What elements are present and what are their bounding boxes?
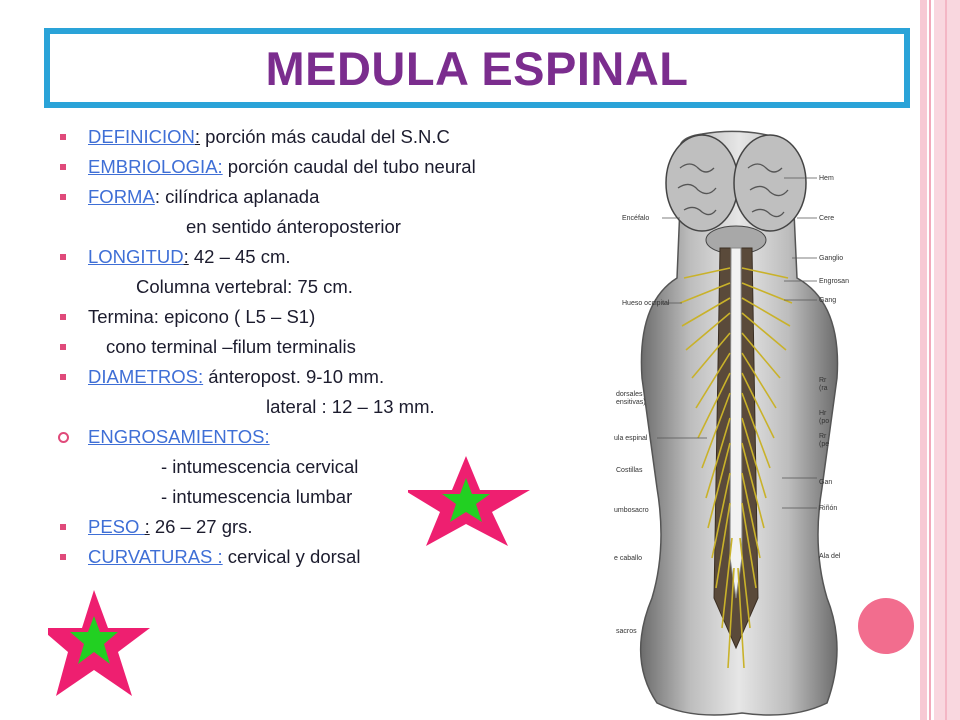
list-item-continuation: - intumescencia cervical: [56, 452, 616, 482]
figure-label: Ganglio: [819, 255, 843, 262]
square-bullet-icon: [60, 164, 66, 170]
link-definicion[interactable]: DEFINICION: [88, 126, 195, 147]
link-peso[interactable]: PESO: [88, 516, 145, 537]
figure-label: dorsales: [616, 391, 643, 398]
item-text: - intumescencia lumbar: [161, 486, 353, 507]
square-bullet-icon: [60, 194, 66, 200]
figure-label: e caballo: [614, 555, 642, 562]
list-item-definicion: DEFINICION: porción más caudal del S.N.C: [56, 122, 616, 152]
figure-label: (ra: [819, 385, 828, 392]
figure-label: Gan: [819, 479, 832, 486]
pink-circle-decoration: [858, 598, 914, 654]
square-bullet-icon: [60, 554, 66, 560]
decorative-stripes: [920, 0, 960, 720]
item-text: Columna vertebral: 75 cm.: [136, 276, 353, 297]
star-icon: [408, 456, 530, 546]
spinal-cord-illustration: Hem Cere Ganglio Engrosan Gang Rr (ra Hr…: [614, 130, 849, 716]
figure-label: ensitivas): [616, 399, 646, 406]
list-item-curvaturas: CURVATURAS : cervical y dorsal: [56, 542, 616, 572]
item-text: cervical y dorsal: [222, 546, 361, 567]
item-text: porción más caudal del S.N.C: [200, 126, 450, 147]
figure-label: Encéfalo: [622, 215, 649, 222]
list-item-cono: cono terminal –filum terminalis: [56, 332, 616, 362]
square-bullet-icon: [60, 314, 66, 320]
figure-label: Engrosan: [819, 278, 849, 285]
figure-label: Hr: [819, 410, 827, 417]
square-bullet-icon: [60, 134, 66, 140]
link-curvaturas[interactable]: CURVATURAS :: [88, 546, 223, 567]
link-embriologia[interactable]: EMBRIOLOGIA:: [88, 156, 223, 177]
figure-label: Ala del: [819, 553, 841, 560]
item-text: porción caudal del tubo neural: [222, 156, 476, 177]
list-item-termina: Termina: epicono ( L5 – S1): [56, 302, 616, 332]
list-item-diametros: DIAMETROS: ánteropost. 9-10 mm.: [56, 362, 616, 392]
list-item-embriologia: EMBRIOLOGIA: porción caudal del tubo neu…: [56, 152, 616, 182]
link-forma[interactable]: FORMA: [88, 186, 155, 207]
figure-label: Rr: [819, 377, 827, 384]
figure-label: Gang: [819, 297, 836, 304]
item-sep: :: [144, 516, 150, 537]
item-sep: :: [183, 246, 189, 267]
figure-label: sacros: [616, 628, 637, 635]
list-item-continuation: lateral : 12 – 13 mm.: [56, 392, 616, 422]
square-bullet-icon: [60, 254, 66, 260]
link-longitud[interactable]: LONGITUD: [88, 246, 184, 267]
figure-label: Hem: [819, 175, 834, 182]
figure-label: Cere: [819, 215, 834, 222]
list-item-peso: PESO : 26 – 27 grs.: [56, 512, 616, 542]
ring-bullet-icon: [58, 432, 69, 443]
item-text: Termina: epicono ( L5 – S1): [88, 306, 316, 327]
page-title: MEDULA ESPINAL: [265, 41, 689, 95]
list-item-continuation: en sentido ánteroposterior: [56, 212, 616, 242]
figure-label: Costillas: [616, 467, 643, 474]
list-item-engrosamientos: ENGROSAMIENTOS:: [56, 422, 616, 452]
figure-label: (po: [819, 418, 829, 425]
item-sep: :: [194, 126, 201, 147]
link-diametros[interactable]: DIAMETROS:: [88, 366, 204, 387]
item-text: en sentido ánteroposterior: [186, 216, 401, 237]
list-item-forma: FORMA: cilíndrica aplanada: [56, 182, 616, 212]
item-text: : cilíndrica aplanada: [154, 186, 320, 207]
figure-label: Riñón: [819, 505, 837, 512]
list-item-longitud: LONGITUD: 42 – 45 cm.: [56, 242, 616, 272]
list-item-continuation: Columna vertebral: 75 cm.: [56, 272, 616, 302]
square-bullet-icon: [60, 344, 66, 350]
square-bullet-icon: [60, 374, 66, 380]
item-text: 26 – 27 grs.: [149, 516, 253, 537]
item-text: lateral : 12 – 13 mm.: [266, 396, 435, 417]
figure-label: ula espinal: [614, 435, 648, 442]
square-bullet-icon: [60, 524, 66, 530]
item-text: cono terminal –filum terminalis: [106, 336, 356, 357]
figure-label: Hueso occipital: [622, 300, 670, 307]
list-item-continuation: - intumescencia lumbar: [56, 482, 616, 512]
star-icon: [48, 590, 150, 696]
item-text: ánteropost. 9-10 mm.: [203, 366, 385, 387]
figure-label: umbosacro: [614, 507, 649, 514]
item-text: 42 – 45 cm.: [188, 246, 291, 267]
title-frame: MEDULA ESPINAL: [44, 28, 910, 108]
content-list: DEFINICION: porción más caudal del S.N.C…: [56, 122, 616, 572]
item-text: - intumescencia cervical: [161, 456, 359, 477]
figure-label: (pe: [819, 441, 829, 448]
figure-label: Rr: [819, 433, 827, 440]
link-engrosamientos[interactable]: ENGROSAMIENTOS:: [88, 426, 270, 447]
